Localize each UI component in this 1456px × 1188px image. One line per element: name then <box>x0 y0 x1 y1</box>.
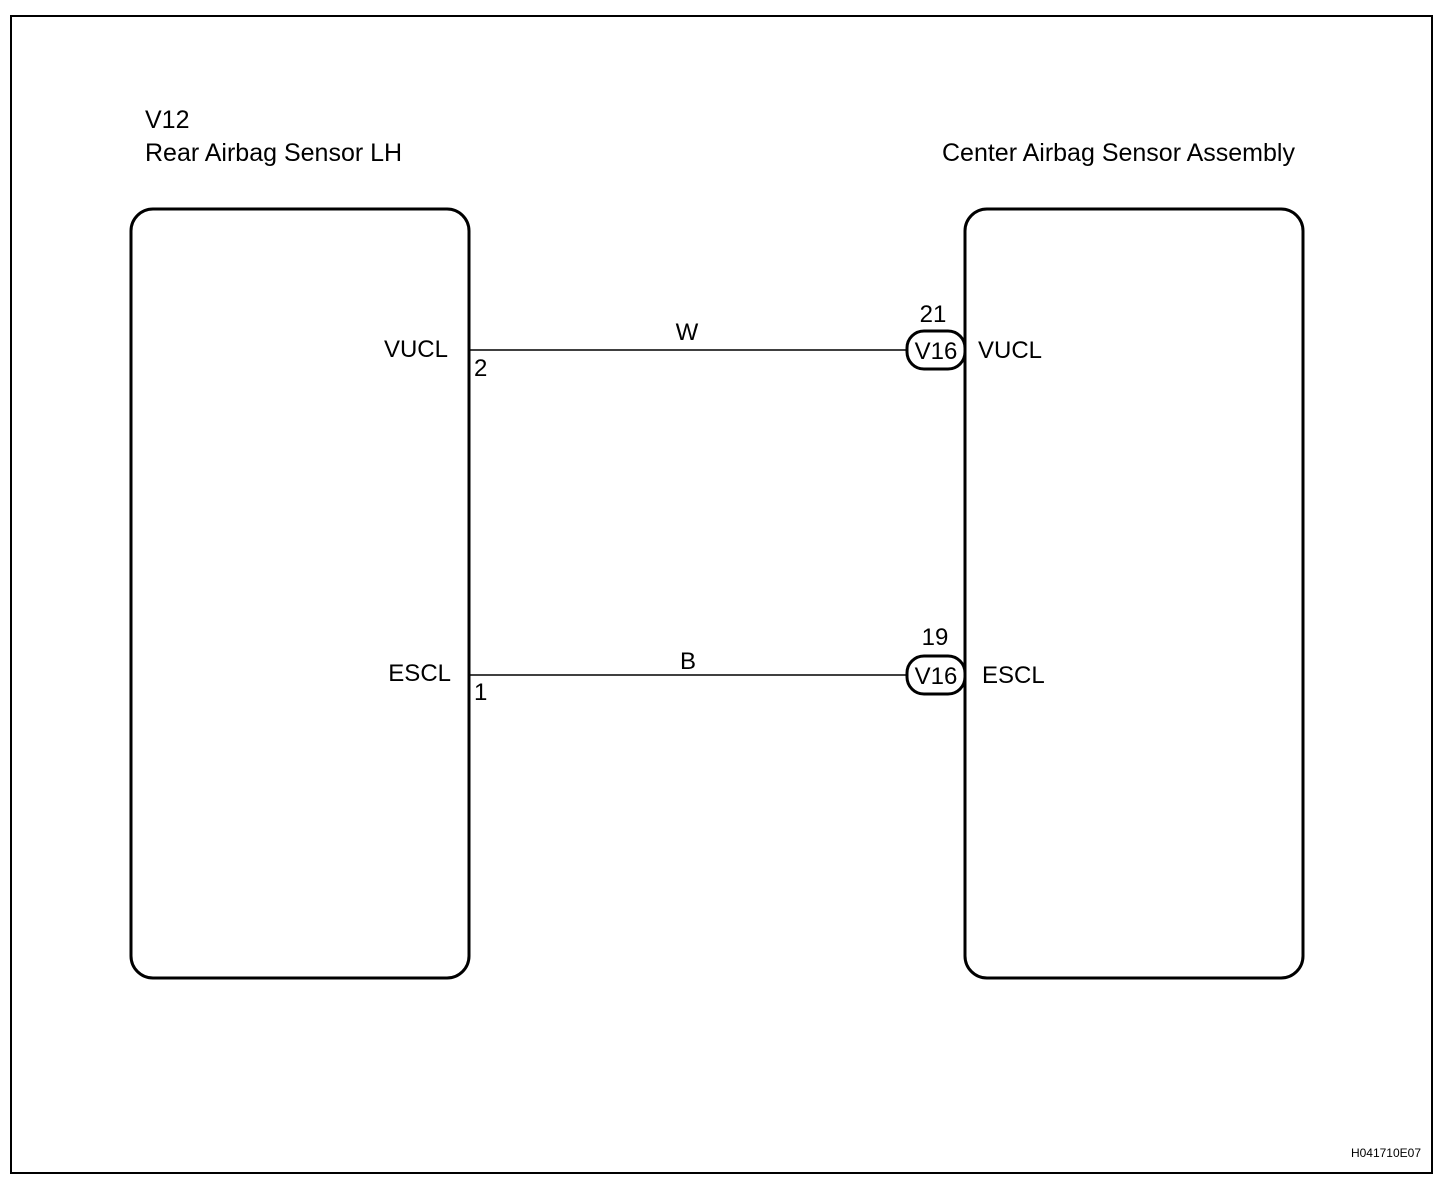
left-signal-escl: ESCL <box>388 660 451 687</box>
connector-v16-outline <box>905 329 967 371</box>
left-pin-1: 1 <box>474 679 487 706</box>
diagram-frame <box>10 15 1433 1174</box>
left-component-box <box>129 207 471 980</box>
right-component-box <box>963 207 1305 980</box>
right-signal-vucl: VUCL <box>978 337 1042 364</box>
wire-color-b: B <box>680 648 696 675</box>
left-component-code: V12 <box>145 106 189 134</box>
left-signal-vucl: VUCL <box>384 336 448 363</box>
left-component-name: Rear Airbag Sensor LH <box>145 139 402 167</box>
figure-code: H041710E07 <box>1351 1146 1421 1160</box>
connector-v16-label: V16 <box>915 663 958 690</box>
right-pin-19: 19 <box>922 624 949 651</box>
wire-color-w: W <box>676 319 699 346</box>
right-signal-escl: ESCL <box>982 662 1045 689</box>
right-component-name: Center Airbag Sensor Assembly <box>942 139 1295 167</box>
connector-v16-outline <box>905 654 967 696</box>
left-pin-2: 2 <box>474 355 487 382</box>
right-pin-21: 21 <box>920 301 947 328</box>
connector-v16-label: V16 <box>915 338 958 365</box>
